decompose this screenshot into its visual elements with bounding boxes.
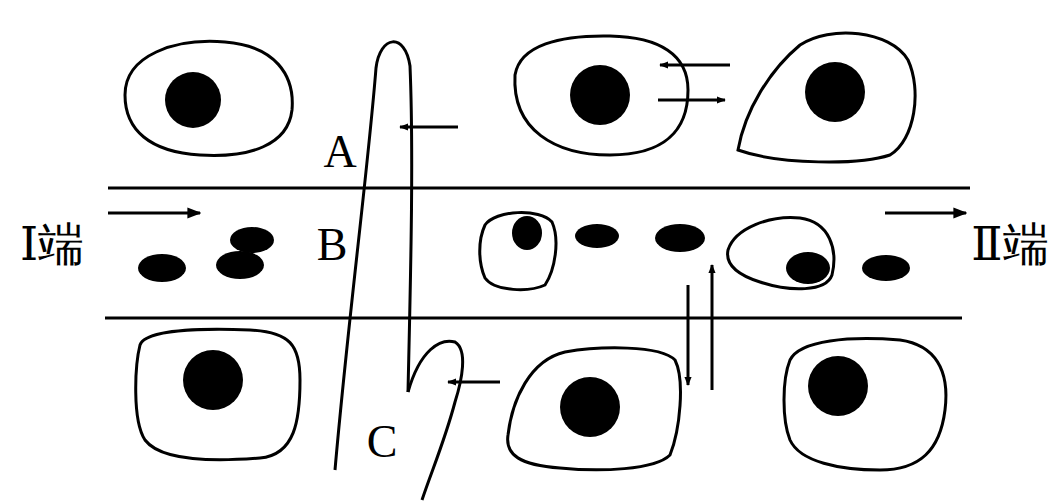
nucleus bbox=[570, 65, 630, 125]
red-blood-cell bbox=[575, 224, 619, 248]
nucleus bbox=[808, 356, 868, 416]
part-label: A bbox=[320, 128, 359, 176]
nucleus bbox=[165, 72, 221, 128]
red-blood-cell bbox=[655, 224, 705, 252]
tissue-cell bbox=[515, 36, 688, 155]
tissue-cell bbox=[738, 33, 915, 162]
capillary-wall bbox=[105, 317, 962, 320]
exchange-arrow bbox=[658, 99, 725, 102]
red-blood-cell bbox=[216, 251, 264, 279]
part-label: B bbox=[314, 221, 351, 269]
vessel-end-label: Ⅱ端 bbox=[968, 221, 1051, 269]
red-blood-cell bbox=[230, 227, 274, 253]
capillary-wall bbox=[108, 187, 970, 190]
part-label: C bbox=[364, 418, 401, 466]
flow-arrow bbox=[885, 212, 966, 215]
tissue-cell bbox=[784, 339, 946, 470]
exchange-arrow bbox=[660, 64, 730, 67]
nucleus bbox=[183, 350, 243, 410]
nucleus bbox=[512, 216, 542, 250]
exchange-arrow bbox=[400, 126, 458, 129]
nucleus bbox=[786, 252, 830, 284]
nucleus bbox=[805, 62, 865, 122]
white-blood-cell bbox=[728, 218, 834, 289]
vessel-end-label: Ⅰ端 bbox=[17, 221, 87, 269]
exchange-arrow bbox=[711, 265, 714, 390]
red-blood-cell bbox=[138, 254, 186, 282]
tissue-cell bbox=[508, 348, 681, 470]
exchange-arrow bbox=[448, 381, 500, 384]
exchange-arrow bbox=[687, 285, 690, 385]
red-blood-cell bbox=[862, 255, 910, 281]
white-blood-cell bbox=[480, 213, 556, 290]
lymphatic-capillary bbox=[408, 341, 463, 500]
tissue-cell bbox=[136, 329, 300, 459]
tissue-cell bbox=[125, 41, 292, 155]
flow-arrow bbox=[108, 212, 200, 215]
nucleus bbox=[560, 377, 620, 437]
